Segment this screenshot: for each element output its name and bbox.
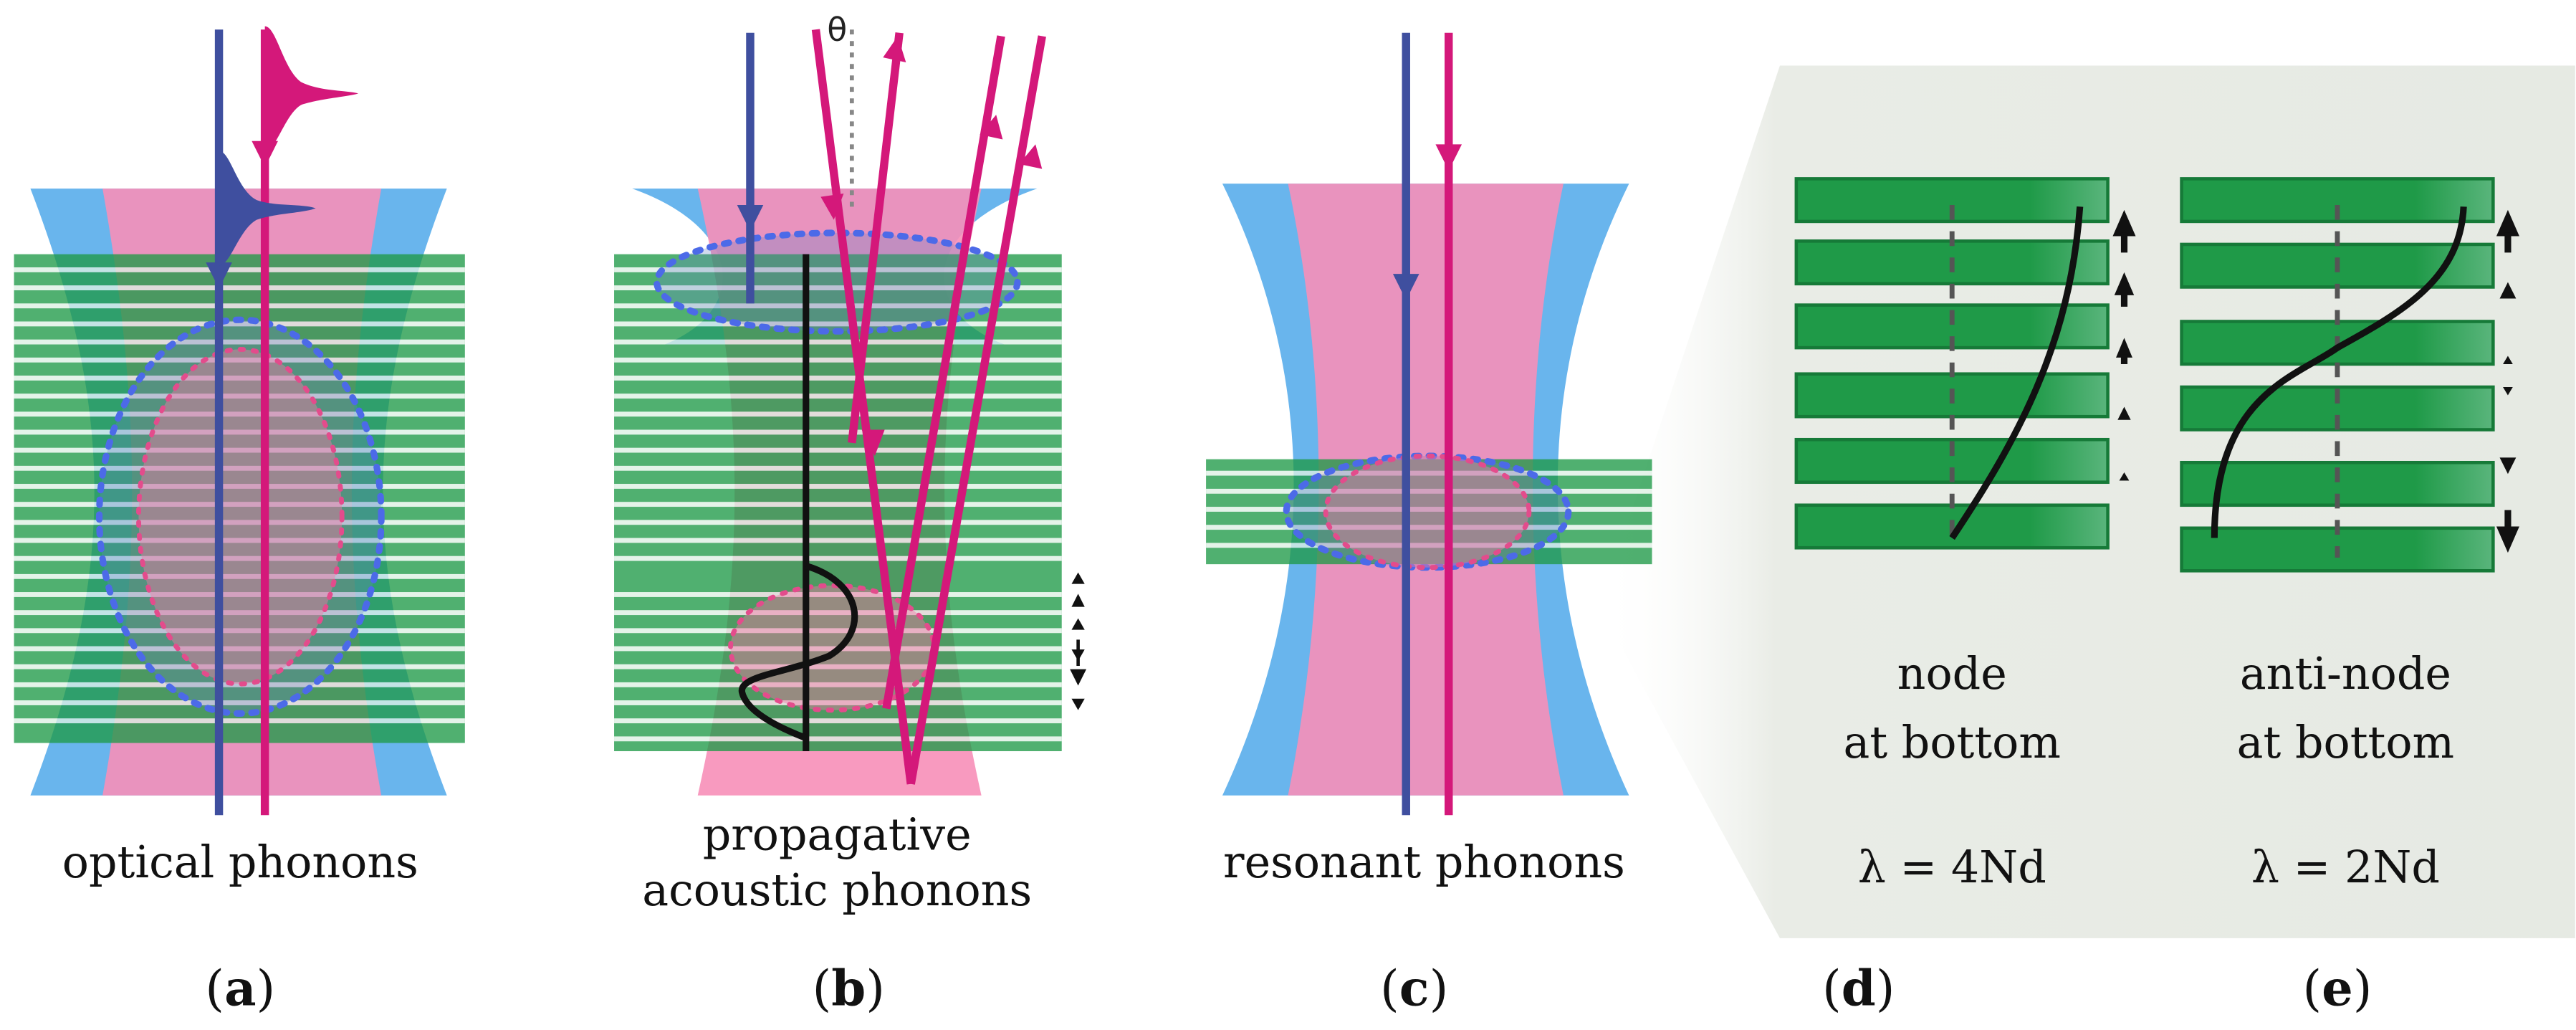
probe-pulse [219,151,316,266]
multilayer-stack [1206,459,1652,565]
probe-arrowhead [737,205,764,232]
pump-focus-outline [1323,453,1532,571]
panel-e: anti-node at bottom λ = 2Nd (e) [2180,177,2519,1018]
pump-arrowhead [883,36,906,62]
panel-d: node at bottom λ = 4Nd (d) [1794,177,2136,1018]
probe-arrowhead [206,262,232,289]
displacement-profile [2211,206,2467,538]
displacement-arrows [1070,572,1087,710]
probe-focus-outline [95,316,385,717]
pump-arrowhead [861,429,885,457]
label-d: (d) [1822,960,1895,1018]
pump-rays [811,29,1046,785]
caption-d-line2: at bottom [1844,717,2061,768]
caption-b-line1: propagative [703,809,972,860]
pump-focus-outline [136,346,345,687]
pump-arrowhead [1019,144,1043,169]
probe-arrowhead [1392,274,1419,300]
pump-pulse [264,26,359,151]
label-e: (e) [2302,960,2372,1018]
theta-symbol: θ [827,11,847,49]
caption-e-line2: at bottom [2237,717,2454,768]
displacement-profile [1949,206,2084,540]
label-c: (c) [1380,960,1448,1018]
acoustic-strain-pulse [738,563,858,741]
caption-e-line1: anti-node [2240,648,2451,700]
pump-arrowhead [1435,144,1462,171]
formula-d: λ = 4Nd [1858,841,2046,893]
multilayer-stack [14,254,465,743]
pump-arrowhead [820,194,844,220]
caption-d-line1: node [1897,648,2007,700]
panel-b: θ propagative acoustic phonons (b) [614,11,1087,1018]
caption-a: optical phonons [62,836,418,888]
pump-arrowhead [980,115,1003,140]
displacement-arrows [2112,209,2136,481]
displacement-arrows [2496,209,2519,553]
panel-a: optical phonons (a) [14,26,465,1018]
caption-b-line2: acoustic phonons [642,864,1032,916]
formula-e: λ = 2Nd [2251,841,2440,893]
pump-arrowhead [252,140,278,168]
caption-c: resonant phonons [1223,836,1625,888]
label-b: (b) [812,960,885,1018]
label-a: (a) [205,960,275,1018]
panel-c: resonant phonons (c) [1206,32,1652,1018]
multilayer-stack [614,254,1062,752]
